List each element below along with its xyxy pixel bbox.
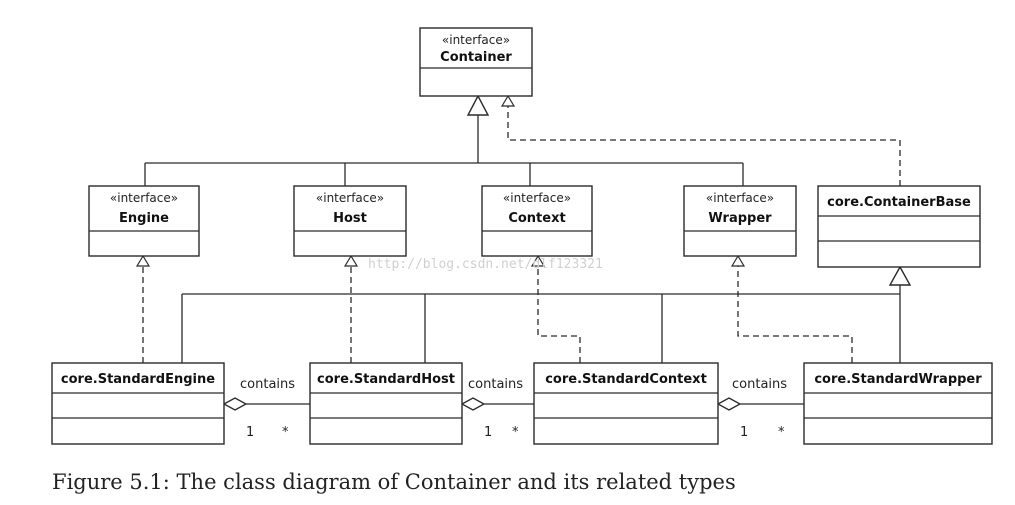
context-interface-box: «interface» Context: [481, 185, 593, 257]
association-mult-one-host: 1: [484, 425, 492, 440]
association-mult-many-host: *: [282, 425, 289, 440]
engine-aggregation-diamond: [222, 397, 248, 411]
base-inheritance-lines: [181, 285, 901, 363]
wrapper-interface-box: «interface» Wrapper: [683, 185, 797, 257]
standardengine-name: core.StandardEngine: [61, 372, 215, 387]
context-realization-arrow: [530, 254, 546, 267]
containerbase-class-box: core.ContainerBase: [817, 185, 981, 268]
wrapper-name: Wrapper: [708, 211, 772, 226]
standardengine-class-box: core.StandardEngine: [51, 362, 225, 445]
standardhost-class-box: core.StandardHost: [309, 362, 463, 445]
containerbase-realization-arrow: [500, 94, 516, 107]
watermark: http://blog.csdn.net/dlf123321: [368, 257, 603, 272]
context-name: Context: [508, 211, 565, 226]
engine-realization-arrow: [135, 254, 151, 267]
host-name: Host: [333, 211, 367, 226]
engine-stereotype: «interface»: [110, 191, 178, 205]
containerbase-realizes-container-line: [507, 106, 901, 186]
association-label-context-wrapper: contains: [732, 377, 787, 392]
interface-inheritance-lines: [144, 115, 744, 186]
standardwrapper-class-box: core.StandardWrapper: [803, 362, 993, 445]
wrapper-stereotype: «interface»: [706, 191, 774, 205]
wrapper-realization-line: [737, 266, 853, 363]
context-stereotype: «interface»: [503, 191, 571, 205]
standardhost-name: core.StandardHost: [317, 372, 455, 387]
association-label-host-context: contains: [468, 377, 523, 392]
container-name: Container: [440, 50, 512, 65]
association-mult-one-context: 1: [740, 425, 748, 440]
containerbase-name: core.ContainerBase: [827, 195, 971, 210]
association-mult-one-engine: 1: [246, 425, 254, 440]
context-aggregation-diamond: [716, 397, 742, 411]
standardwrapper-name: core.StandardWrapper: [814, 372, 982, 387]
container-stereotype: «interface»: [442, 33, 510, 47]
host-stereotype: «interface»: [316, 191, 384, 205]
containerbase-generalization-arrow: [888, 265, 912, 286]
standardcontext-class-box: core.StandardContext: [533, 362, 719, 445]
figure-caption: Figure 5.1: The class diagram of Contain…: [52, 470, 736, 494]
container-generalization-arrow: [466, 94, 490, 116]
engine-name: Engine: [119, 211, 169, 226]
engine-interface-box: «interface» Engine: [88, 185, 200, 257]
wrapper-realization-arrow: [730, 254, 746, 267]
context-realization-line: [537, 266, 581, 363]
association-mult-many-wrapper: *: [778, 425, 785, 440]
host-realization-arrow: [343, 254, 359, 267]
association-mult-many-context: *: [512, 425, 519, 440]
standardcontext-name: core.StandardContext: [545, 372, 707, 387]
association-label-engine-host: contains: [240, 377, 295, 392]
host-interface-box: «interface» Host: [293, 185, 407, 257]
host-aggregation-diamond: [460, 397, 486, 411]
container-interface-box: «interface» Container: [419, 27, 533, 97]
